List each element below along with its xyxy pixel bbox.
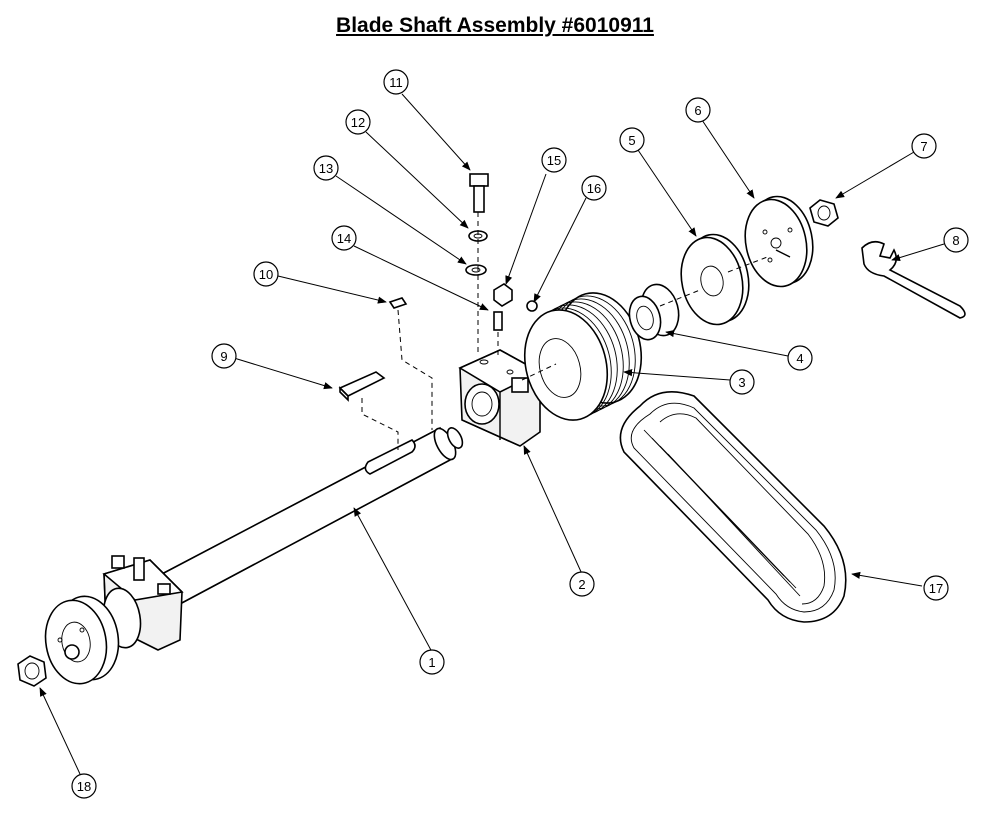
part-11-bolt: [469, 173, 489, 213]
part-1-blade-shaft: [158, 426, 464, 607]
callout-10: 10: [253, 261, 279, 287]
part-14-set-screw: [493, 311, 503, 331]
callout-label: 9: [220, 349, 227, 364]
callout-label: 12: [351, 115, 365, 130]
callout-9: 9: [211, 343, 237, 369]
callout-label: 3: [738, 375, 745, 390]
callout-3: 3: [729, 369, 755, 395]
callout-label: 17: [929, 581, 943, 596]
callout-label: 14: [337, 231, 351, 246]
callout-label: 10: [259, 267, 273, 282]
callout-11: 11: [383, 69, 409, 95]
part-1-end-pulley: [44, 587, 142, 685]
part-18-nut: [17, 655, 47, 687]
callout-17: 17: [923, 575, 949, 601]
callout-label: 4: [796, 351, 803, 366]
part-6-end-plate: [744, 195, 814, 288]
callout-1: 1: [419, 649, 445, 675]
callout-label: 6: [694, 103, 701, 118]
callout-label: 7: [920, 139, 927, 154]
callout-label: 16: [587, 181, 601, 196]
part-4-taper-bushing: [628, 283, 680, 341]
callout-4: 4: [787, 345, 813, 371]
callout-7: 7: [911, 133, 937, 159]
part-8-wrench: [861, 240, 966, 319]
callout-label: 13: [319, 161, 333, 176]
part-3-drive-pulley: [523, 292, 643, 421]
callout-12: 12: [345, 109, 371, 135]
assembly-centerlines: [361, 212, 771, 450]
part-15-square-nut: [493, 283, 513, 307]
callout-label: 15: [547, 153, 561, 168]
callout-16: 16: [581, 175, 607, 201]
callout-label: 11: [389, 75, 403, 90]
callout-label: 18: [77, 779, 91, 794]
callout-13: 13: [313, 155, 339, 181]
part-9-key: [338, 371, 386, 402]
callout-15: 15: [541, 147, 567, 173]
diagram-title: Blade Shaft Assembly #6010911: [336, 14, 654, 37]
part-13-flat-washer: [465, 264, 487, 276]
callout-2: 2: [569, 571, 595, 597]
part-16-grease-fitting: [526, 300, 538, 312]
callout-8: 8: [943, 227, 969, 253]
callout-14: 14: [331, 225, 357, 251]
callout-label: 8: [952, 233, 959, 248]
part-17-v-belt: [619, 390, 847, 623]
leader-lines: [39, 93, 945, 775]
callout-18: 18: [71, 773, 97, 799]
part-5-flange-disk: [680, 233, 750, 326]
callout-label: 5: [628, 133, 635, 148]
callout-5: 5: [619, 127, 645, 153]
callout-label: 1: [428, 655, 435, 670]
part-10-small-key: [388, 297, 408, 309]
callout-label: 2: [578, 577, 585, 592]
callout-6: 6: [685, 97, 711, 123]
part-7-nut: [809, 199, 839, 227]
part-2-bearing-block: [458, 349, 542, 447]
